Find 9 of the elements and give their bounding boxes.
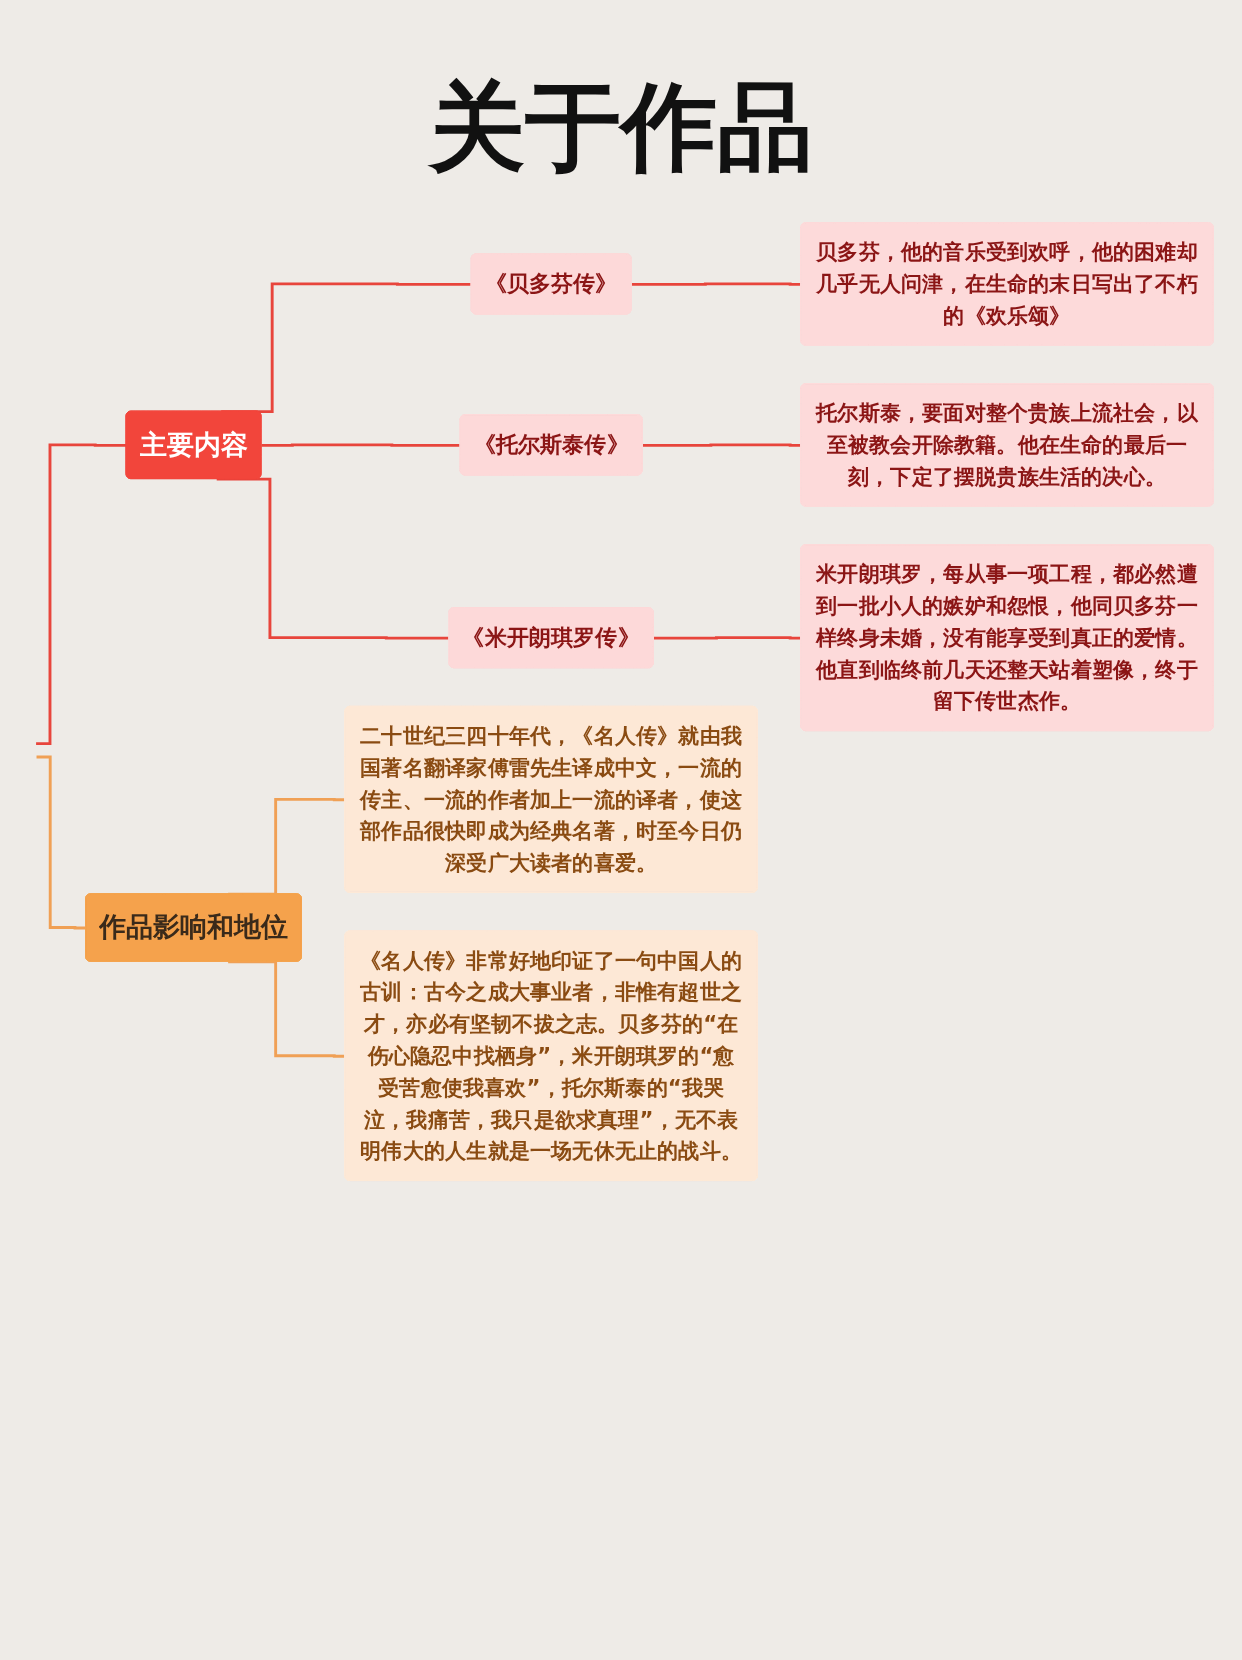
connector (228, 960, 346, 1058)
connector (36, 443, 127, 746)
title: 关于作品 (427, 70, 814, 185)
connector (261, 443, 461, 447)
connector (216, 477, 450, 640)
connector (653, 636, 802, 640)
connector (631, 282, 802, 287)
connector (36, 755, 87, 930)
connector (642, 443, 802, 447)
